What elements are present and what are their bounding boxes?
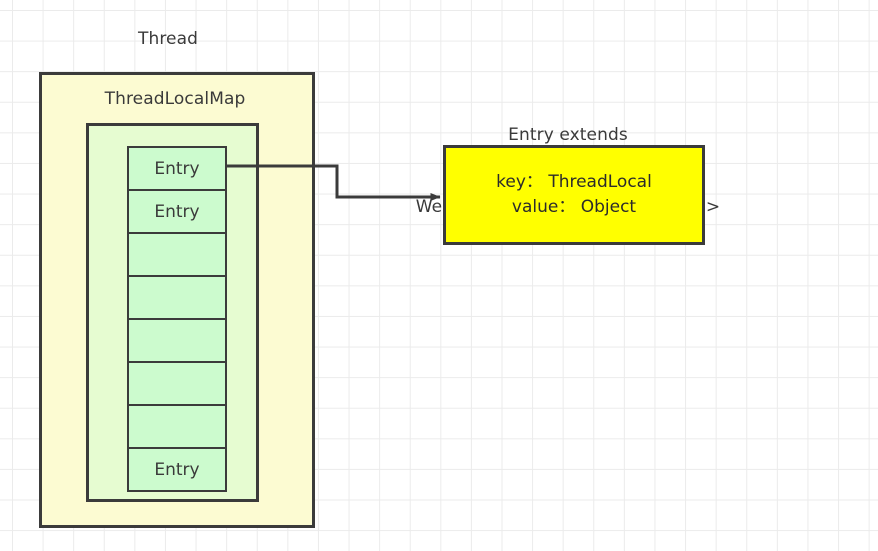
- entry-cell-0: Entry: [129, 148, 225, 191]
- entry-cell-6: [129, 406, 225, 449]
- threadlocalmap-label: ThreadLocalMap: [104, 89, 246, 109]
- entry-object-value-line: value： Object: [511, 197, 637, 217]
- entry-cell-3: [129, 277, 225, 320]
- entry-cell-7: Entry: [129, 449, 225, 490]
- entry-cell-4: [129, 320, 225, 363]
- entry-class-line-1: Entry extends: [508, 125, 628, 145]
- thread-label: Thread: [137, 29, 199, 49]
- entry-object-box: key： ThreadLocal value： Object: [443, 145, 705, 245]
- entry-cell-2: [129, 234, 225, 277]
- entry-cell-1: Entry: [129, 191, 225, 234]
- entry-object-key-line: key： ThreadLocal: [496, 172, 652, 192]
- entry-cell-5: [129, 363, 225, 406]
- entry-table: Entry Entry Entry: [127, 146, 227, 492]
